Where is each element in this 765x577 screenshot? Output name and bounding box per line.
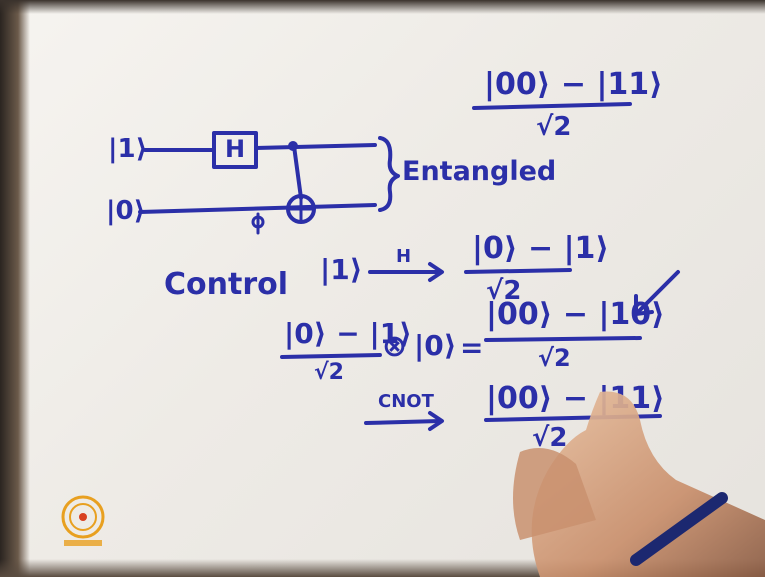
control-result-numerator: |0⟩ − |1⟩ — [472, 231, 610, 266]
circuit-wire-top-right — [254, 143, 377, 150]
entangled-brace — [378, 136, 400, 212]
top-shadow — [0, 0, 765, 14]
institute-logo-icon — [61, 495, 105, 546]
pen-shape — [630, 492, 728, 566]
control-ket: |1⟩ — [320, 253, 363, 286]
control-label: Control — [164, 267, 289, 302]
control-result-denominator: √2 — [486, 276, 522, 306]
left-dark-edge — [0, 0, 30, 577]
tensor-result-numerator: |00⟩ − |10⟩ — [486, 297, 665, 332]
hand-shape — [531, 391, 765, 577]
top-fraction-bar — [472, 102, 632, 110]
pointer-arrow — [636, 270, 680, 314]
top-state-numerator: |00⟩ − |11⟩ — [484, 67, 663, 102]
cnot-result-denominator: √2 — [532, 423, 568, 453]
tensor-result-denominator: √2 — [538, 344, 571, 372]
tensor-left-denominator: √2 — [314, 360, 344, 385]
cnot-label: CNOT — [378, 391, 434, 412]
tensor-right-ket: |0⟩ — [414, 329, 457, 362]
tensor-op: ⊗ — [382, 329, 408, 364]
control-arrow-label: H — [396, 246, 412, 267]
tensor-result-bar — [484, 336, 642, 342]
tensor-equals: = — [460, 331, 484, 364]
entangled-label: Entangled — [402, 156, 557, 187]
tensor-left-bar — [280, 353, 382, 359]
tensor-left-numerator: |0⟩ − |1⟩ — [284, 317, 412, 350]
cnot-connector — [292, 144, 303, 200]
top-state-denominator: √2 — [536, 112, 572, 142]
cnot-arrow — [364, 419, 442, 425]
control-result-bar — [464, 268, 572, 274]
h-gate-label: H — [225, 135, 246, 163]
circuit-wire-bottom — [138, 203, 377, 214]
input-top-ket: |1⟩ — [108, 134, 148, 164]
h-gate-box — [212, 131, 258, 169]
finger-shape — [513, 448, 596, 540]
input-bottom-ket: |0⟩ — [106, 196, 146, 226]
